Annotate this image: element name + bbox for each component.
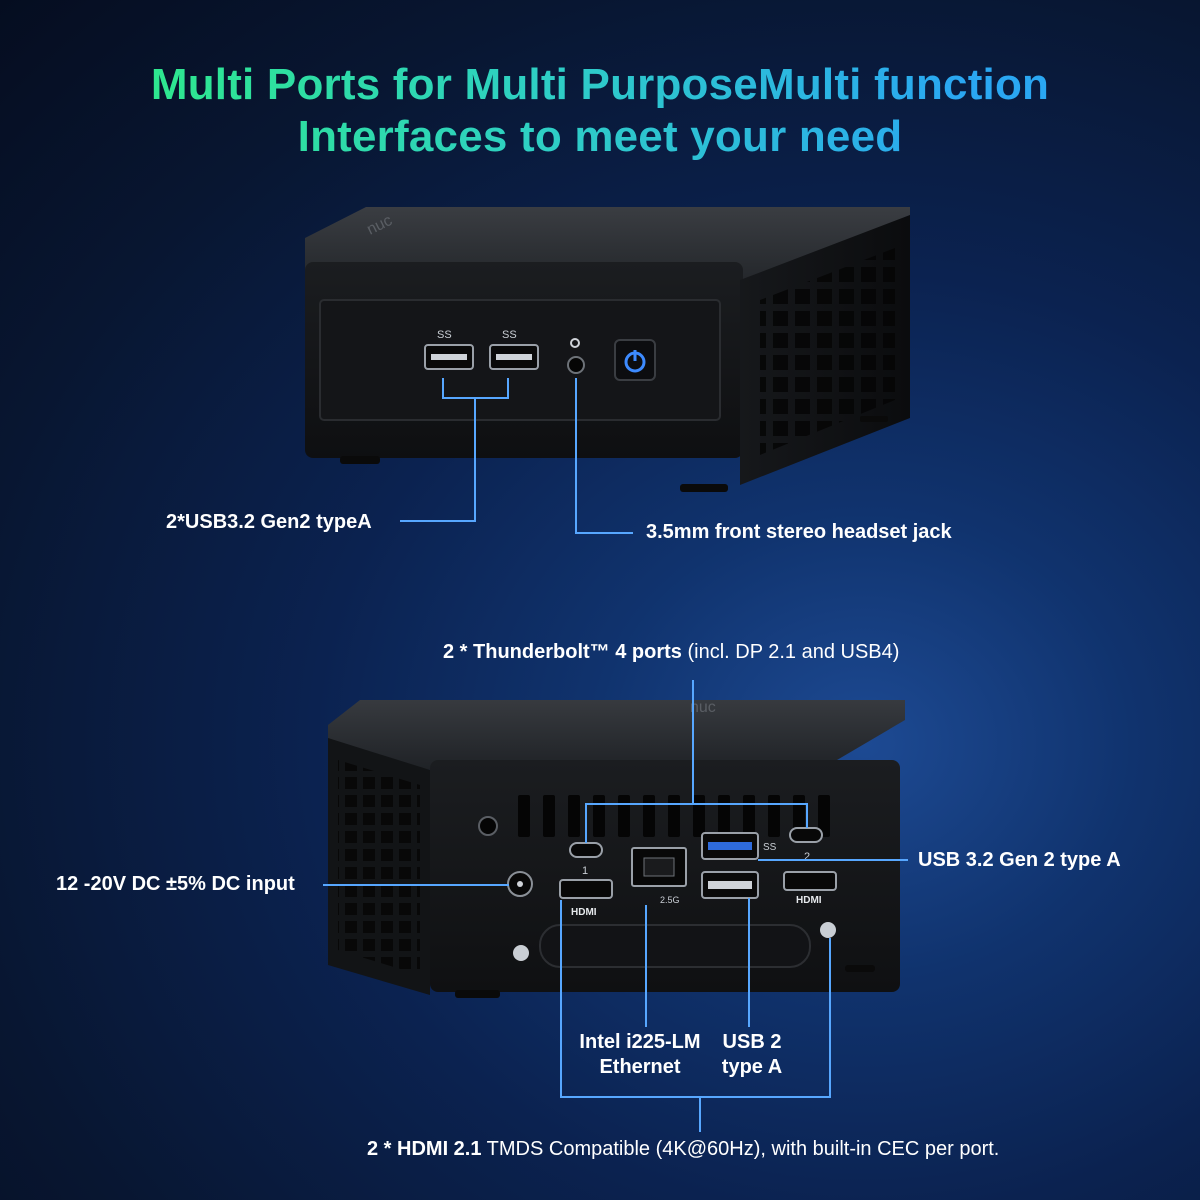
jack-callout-horizontal	[575, 532, 633, 534]
usb32-callout-line	[758, 859, 908, 861]
eth-callout-line	[645, 905, 647, 1027]
usb2-callout-line	[748, 898, 750, 1027]
headline-line-1: Multi Ports for Multi PurposeMulti funct…	[0, 60, 1200, 110]
rear-brand-logo: nuc	[690, 699, 716, 716]
ethernet-label: Intel i225-LM Ethernet	[570, 1030, 710, 1080]
usb-callout-horizontal	[400, 520, 476, 522]
usb2-label-line-2: type A	[721, 1056, 783, 1078]
eth-speed-marking: 2.5G	[660, 895, 680, 905]
hdmi-bracket-right	[829, 938, 831, 1097]
thunderbolt-label: 2 * Thunderbolt™ 4 ports (incl. DP 2.1 a…	[443, 641, 899, 664]
usb32-label: USB 3.2 Gen 2 type A	[918, 849, 1121, 871]
thunderbolt-label-rest: (incl. DP 2.1 and USB4)	[681, 641, 900, 663]
usb-callout-vertical	[474, 397, 476, 522]
hdmi-marking-1: HDMI	[571, 907, 597, 918]
headset-icon	[570, 338, 580, 348]
screw-right	[820, 922, 836, 938]
usb-ss-icon-1: SS	[437, 329, 452, 341]
rear-bottom-panel	[539, 924, 811, 968]
rear-top-surface	[328, 700, 905, 770]
usb-ss-marking: SS	[763, 842, 777, 853]
hdmi-label-bold: 2 * HDMI 2.1	[367, 1138, 482, 1160]
front-usb-label: 2*USB3.2 Gen2 typeA	[166, 511, 372, 533]
thunderbolt-port-2	[789, 827, 823, 843]
tb-bracket-left	[585, 803, 587, 843]
thunderbolt-port-1	[569, 842, 603, 858]
usb-ss-icon-2: SS	[502, 329, 517, 341]
dc-callout-line	[323, 884, 509, 886]
ethernet-label-line-1: Intel i225-LM	[579, 1031, 701, 1053]
dc-input-label: 12 -20V DC ±5% DC input	[56, 873, 295, 895]
jack-callout-vertical	[575, 378, 577, 533]
headset-jack	[567, 356, 585, 374]
front-mini-pc: nuc SS SS	[305, 207, 910, 492]
rear-vent-slots	[518, 795, 830, 837]
front-jack-label: 3.5mm front stereo headset jack	[646, 521, 952, 543]
hdmi-port-2	[783, 871, 837, 891]
hdmi-port-1	[559, 879, 613, 899]
tb-bracket-bar	[585, 803, 807, 805]
tb-bracket-right	[806, 803, 808, 828]
thunderbolt-label-bold: 2 * Thunderbolt™ 4 ports	[443, 641, 682, 663]
hdmi-marking-2: HDMI	[796, 895, 822, 906]
hdmi-label: 2 * HDMI 2.1 TMDS Compatible (4K@60Hz), …	[367, 1138, 999, 1161]
tb-port-2-number: 2	[804, 851, 810, 863]
ethernet-label-line-2: Ethernet	[599, 1056, 681, 1078]
rear-side-vent	[338, 760, 420, 975]
hdmi-label-rest: TMDS Compatible (4K@60Hz), with built-in…	[481, 1138, 1000, 1160]
screw-left	[513, 945, 529, 961]
usb2-label: USB 2 type A	[712, 1030, 792, 1080]
usb2-label-line-1: USB 2	[722, 1031, 782, 1053]
front-side-vent	[760, 248, 895, 455]
usb-bracket-right	[507, 378, 509, 398]
headline-line-2: Interfaces to meet your need	[0, 112, 1200, 162]
tb-port-1-number: 1	[582, 865, 588, 877]
lock-slot	[478, 816, 498, 836]
hdmi-bracket-left	[560, 900, 562, 1097]
tb-callout-vertical	[692, 680, 694, 804]
hdmi-bracket-bar	[560, 1096, 831, 1098]
usb-bracket-left	[442, 378, 444, 398]
hdmi-callout-vertical	[699, 1096, 701, 1132]
